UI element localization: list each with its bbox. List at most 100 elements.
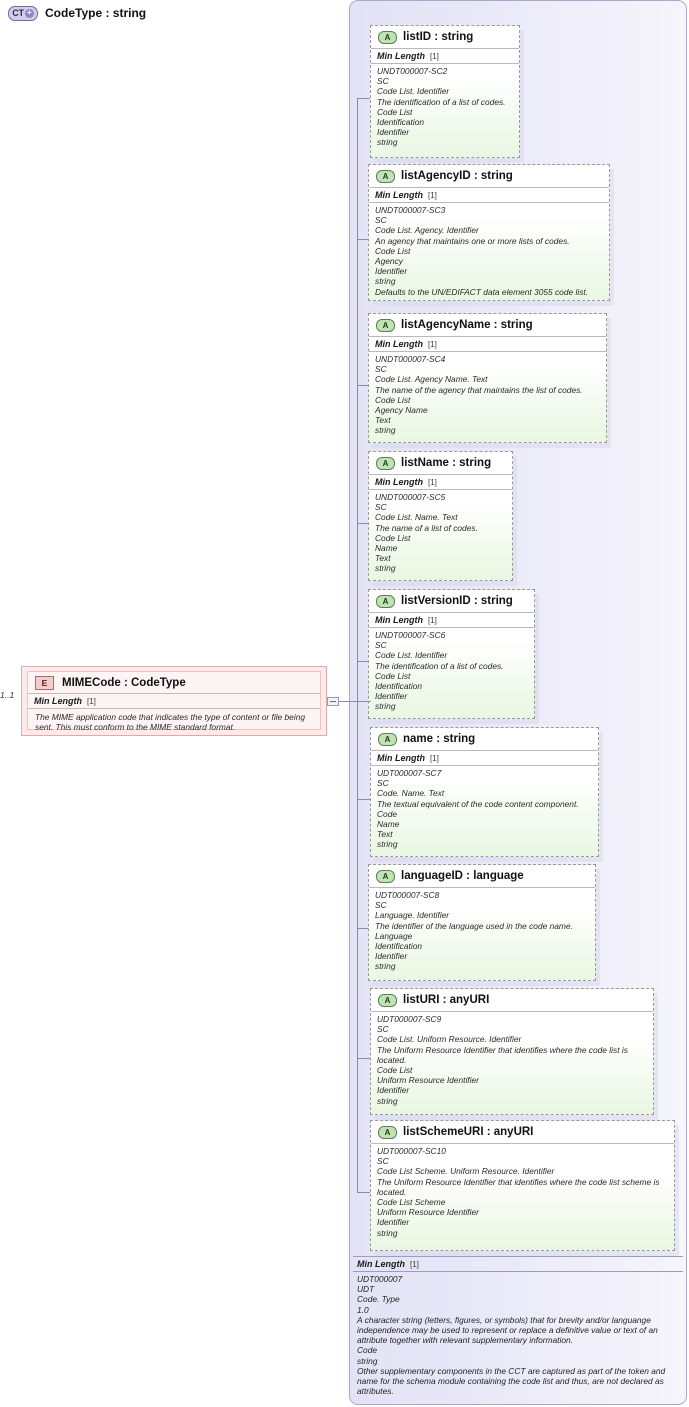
plus-icon: + [24, 8, 34, 18]
doc-line: string [375, 563, 396, 574]
facet-value: [1] [428, 615, 437, 625]
doc-line: Code List [375, 532, 411, 543]
tree-branch-stub [357, 98, 370, 99]
doc-line: UDT [357, 1284, 375, 1295]
attribute-title: listAgencyName : string [401, 319, 533, 331]
doc-line: Text [375, 553, 391, 564]
doc-line: The textual equivalent of the code conte… [377, 798, 579, 809]
element-doc-text: The MIME application code that indicates… [35, 712, 306, 733]
doc-line: string [377, 1227, 398, 1238]
doc-line: The name of the agency that maintains th… [375, 384, 583, 395]
attribute-icon: A [376, 169, 395, 183]
facet-value: [1] [87, 696, 96, 706]
doc-line: The name of a list of codes. [375, 522, 478, 533]
ct-badge-text: CT [12, 8, 24, 18]
facet-label: Min Length [375, 190, 423, 200]
facet-value: [1] [428, 190, 437, 200]
doc-line: Other supplementary components in the CC… [357, 1365, 666, 1397]
doc-line: Code List Scheme [377, 1197, 446, 1208]
attribute-facet-row: Min Length [1] [369, 475, 512, 490]
doc-line: Code List [377, 106, 413, 117]
doc-line: The identifier of the language used in t… [375, 920, 573, 931]
doc-line: Code [377, 808, 398, 819]
tree-branch-stub [357, 1058, 370, 1059]
doc-line: UNDT000007-SC2 [377, 66, 448, 76]
tree-branch-stub [357, 239, 368, 240]
facet-label: Min Length [357, 1259, 405, 1269]
facet-label: Min Length [375, 339, 423, 349]
doc-line: Uniform Resource Identifier [377, 1075, 479, 1086]
tree-spine [357, 98, 358, 1192]
attribute-icon: A [376, 456, 395, 470]
attribute-title: listName : string [401, 457, 492, 469]
attribute-facet-row: Min Length [1] [369, 188, 609, 203]
doc-line: string [377, 839, 398, 850]
complex-type-header: CT+ CodeType : string [8, 3, 146, 23]
element-inner: E MIMECode : CodeType Min Length [1] The… [27, 671, 321, 733]
doc-line: Agency Name [375, 405, 428, 416]
facet-label: Min Length [375, 477, 423, 487]
doc-line: string [377, 1095, 398, 1106]
doc-line: Identifier [377, 1217, 410, 1228]
doc-line: UNDT000007-SC6 [375, 630, 446, 640]
doc-line: Identifier [375, 266, 408, 277]
doc-line: UNDT000007-SC5 [375, 492, 446, 502]
doc-line: SC [375, 900, 387, 911]
attribute-title: name : string [403, 733, 476, 745]
element-title: MIMECode : CodeType [62, 676, 186, 689]
doc-line: Code List [375, 394, 411, 405]
element-mimecode-box[interactable]: E MIMECode : CodeType Min Length [1] The… [21, 666, 327, 736]
tree-branch-stub [357, 799, 370, 800]
attribute-facet-row: Min Length[1] [369, 337, 606, 352]
collapse-toggle-button[interactable] [327, 697, 339, 706]
doc-line: Code List. Agency Name. Text [375, 374, 488, 385]
doc-line: SC [377, 76, 389, 87]
doc-line: Identifier [377, 127, 410, 138]
attribute-facet-row: Min Length[1] [371, 751, 598, 766]
doc-line: Identifier [377, 1085, 410, 1096]
doc-line: The identification of a list of codes. [375, 660, 504, 671]
doc-line: Code List. Name. Text [375, 512, 458, 523]
doc-line: The Uniform Resource Identifier that ide… [377, 1044, 628, 1065]
doc-line: UDT000007-SC7 [377, 768, 442, 778]
attribute-title: listVersionID : string [401, 595, 513, 607]
doc-line: Code List [375, 670, 411, 681]
facet-value: [1] [430, 51, 439, 61]
doc-line: Identification [377, 117, 425, 128]
facet-value: [1] [410, 1259, 419, 1269]
attribute-icon: A [378, 1125, 397, 1139]
doc-line: The Uniform Resource Identifier that ide… [377, 1176, 660, 1197]
doc-line: string [375, 425, 396, 436]
facet-value: [1] [430, 753, 439, 763]
doc-line: string [375, 276, 396, 287]
doc-line: UDT000007-SC9 [377, 1014, 442, 1024]
complex-type-expand-icon[interactable]: CT+ [8, 5, 38, 21]
facet-value: [1] [428, 477, 437, 487]
doc-line: UDT000007-SC10 [377, 1146, 446, 1156]
doc-line: Text [375, 415, 391, 426]
doc-line: string [375, 961, 396, 972]
